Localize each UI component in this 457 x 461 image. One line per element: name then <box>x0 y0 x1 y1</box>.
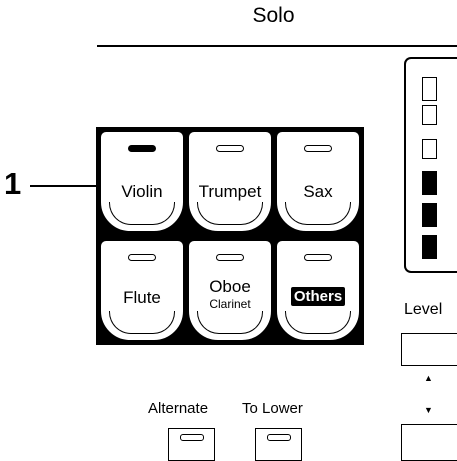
callout-number: 1 <box>4 166 22 201</box>
sax-led-indicator <box>304 145 332 152</box>
meter-segment-5 <box>422 203 437 227</box>
alternate-label: Alternate <box>148 400 209 417</box>
meter-segment-4 <box>422 171 437 195</box>
trumpet-led-indicator <box>216 145 244 152</box>
to-lower-button[interactable] <box>255 428 302 461</box>
panel-title: Solo <box>252 4 295 27</box>
level-up-button[interactable] <box>401 333 457 366</box>
violin-led-indicator <box>128 145 156 152</box>
callout-leader-line <box>30 185 112 187</box>
sax-label: Sax <box>303 182 333 201</box>
level-meter <box>404 57 457 273</box>
violin-button[interactable]: Violin <box>100 131 184 232</box>
to-lower-led-indicator <box>266 434 291 441</box>
level-down-button[interactable] <box>401 424 457 461</box>
sax-button[interactable]: Sax <box>276 131 360 232</box>
trumpet-button[interactable]: Trumpet <box>188 131 272 232</box>
violin-label: Violin <box>121 182 163 201</box>
others-label: Others <box>290 287 346 306</box>
flute-led-indicator <box>128 254 156 261</box>
oboe-clarinet-button[interactable]: Oboe Clarinet <box>188 240 272 341</box>
others-button[interactable]: Others <box>276 240 360 341</box>
solo-button-grid: Violin Trumpet Sax Flute Oboe Clarinet O… <box>96 127 364 345</box>
alternate-button[interactable] <box>168 428 215 461</box>
clarinet-label: Clarinet <box>209 297 251 311</box>
meter-segment-2 <box>422 105 437 125</box>
to-lower-label: To Lower <box>242 400 303 417</box>
others-label-wrap: Others <box>277 287 359 306</box>
flute-label: Flute <box>123 288 161 307</box>
oboe-led-indicator <box>216 254 244 261</box>
level-label: Level <box>404 301 443 318</box>
trumpet-label: Trumpet <box>198 182 262 201</box>
arrow-up-icon: ▲ <box>424 373 433 383</box>
oboe-label: Oboe <box>209 277 251 296</box>
arrow-down-icon: ▼ <box>424 405 433 415</box>
meter-segment-6 <box>422 235 437 259</box>
others-led-indicator <box>304 254 332 261</box>
alternate-led-indicator <box>179 434 204 441</box>
title-divider <box>97 45 457 47</box>
meter-segment-1 <box>422 77 437 101</box>
meter-segment-3 <box>422 139 437 159</box>
flute-button[interactable]: Flute <box>100 240 184 341</box>
